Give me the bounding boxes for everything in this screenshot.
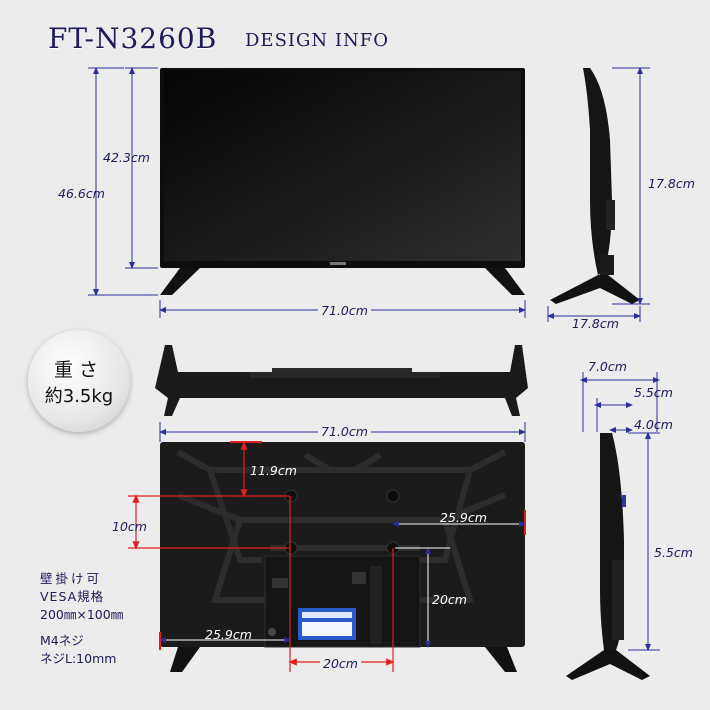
front-total-height-label: 46.6cm bbox=[58, 186, 105, 201]
weight-value: 約3.5kg bbox=[44, 385, 114, 407]
wall-mount-note: 壁掛け可 bbox=[40, 571, 103, 586]
side2-mid-depth-label: 5.5cm bbox=[634, 385, 673, 400]
front-width-label: 71.0cm bbox=[318, 303, 371, 318]
side2-height-label: 5.5cm bbox=[654, 545, 693, 560]
bottom-to-mount-label: 20cm bbox=[432, 592, 467, 607]
mount-vertical-label: 10cm bbox=[112, 519, 147, 534]
top-to-mount-label: 11.9cm bbox=[250, 463, 297, 478]
side2-top-depth-label: 7.0cm bbox=[588, 359, 627, 374]
screw-type-note: M4ネジ bbox=[40, 633, 84, 648]
back-width-label: 71.0cm bbox=[318, 424, 371, 439]
front-dimension-lines bbox=[88, 67, 526, 318]
right-to-mount-label: 25.9cm bbox=[440, 510, 487, 525]
side-dimension-lines bbox=[547, 67, 650, 322]
left-to-mount-label: 25.9cm bbox=[205, 627, 252, 642]
side-depth-label: 17.8cm bbox=[572, 316, 619, 331]
vesa-standard-note: VESA規格 bbox=[40, 589, 105, 604]
back-view-tv bbox=[160, 442, 525, 672]
design-info-title: DESIGN INFO bbox=[245, 30, 389, 51]
side-height-label: 17.8cm bbox=[648, 176, 695, 191]
side2-dimension-lines bbox=[580, 372, 660, 651]
screw-length-note: ネジL:10mm bbox=[40, 651, 117, 666]
weight-label: 重さ bbox=[53, 358, 104, 381]
mount-horizontal-label: 20cm bbox=[320, 656, 361, 671]
mount-white-lines bbox=[159, 521, 526, 648]
top-view-tv bbox=[155, 345, 528, 416]
weight-badge: 重さ 約3.5kg bbox=[28, 330, 130, 432]
side2-depth-label: 4.0cm bbox=[634, 417, 673, 432]
front-view-tv bbox=[160, 68, 525, 295]
side-view2-tv bbox=[566, 433, 650, 680]
model-title: FT-N3260B bbox=[48, 22, 218, 55]
side-view-tv bbox=[550, 68, 640, 304]
vesa-size-note: 200㎜×100㎜ bbox=[40, 607, 124, 622]
front-screen-height-label: 42.3cm bbox=[103, 150, 150, 165]
